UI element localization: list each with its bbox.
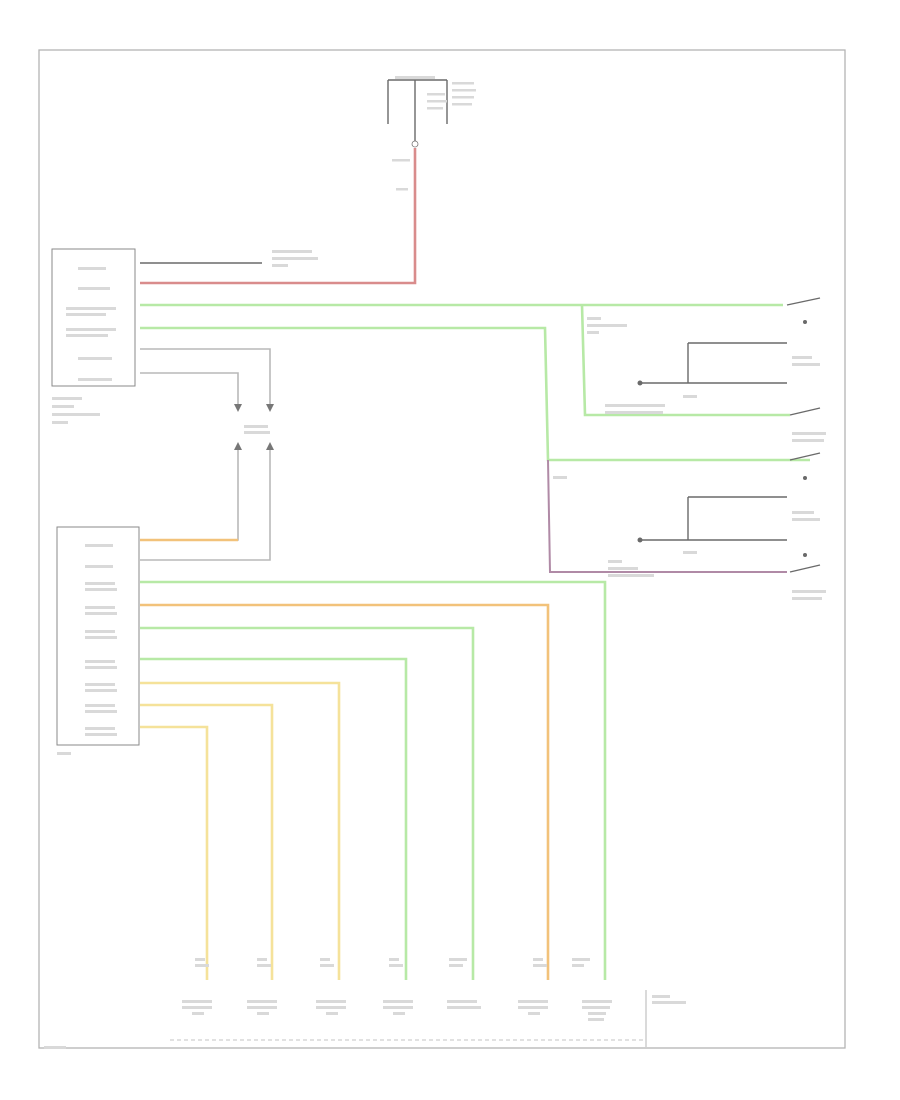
gray-wire-2 bbox=[140, 372, 239, 404]
gray-wire-1 bbox=[140, 348, 271, 404]
purple-wire bbox=[547, 459, 787, 573]
fuse-terminal bbox=[411, 140, 419, 148]
sensor-labels bbox=[182, 958, 612, 1021]
inline-connector bbox=[234, 404, 274, 450]
green-wire-3 bbox=[580, 304, 790, 417]
sensor-wire-1 bbox=[140, 580, 607, 980]
lower-left-module bbox=[56, 526, 140, 755]
power-feed-wire bbox=[140, 148, 417, 285]
sensor-wire-5 bbox=[140, 681, 341, 980]
upper-left-module bbox=[51, 248, 136, 424]
sensor-wire-2 bbox=[140, 603, 550, 980]
sensor-wire-3 bbox=[140, 626, 475, 980]
sensor-wire-4 bbox=[140, 657, 408, 980]
fuse-block bbox=[387, 76, 476, 191]
right-switch-group-1 bbox=[587, 297, 826, 442]
green-wire-2 bbox=[140, 326, 810, 462]
sensor-wire-6 bbox=[140, 703, 274, 980]
right-switch-group-2 bbox=[553, 452, 826, 600]
sensor-wire-7 bbox=[140, 725, 209, 980]
diagram-frame bbox=[38, 49, 846, 1049]
